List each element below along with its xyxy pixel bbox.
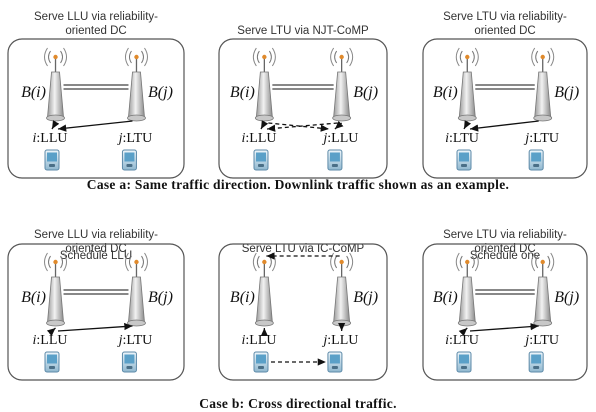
base-station-right [124,252,148,327]
link-own-right [334,120,344,130]
panel-b3: Serve LTU via reliability-oriented DCSch… [422,229,588,381]
base-station-right-label: B(j) [148,289,173,306]
user-device-right [528,149,544,171]
panel-frame [422,243,588,381]
user-device-left [44,351,60,373]
link-cross [57,120,133,132]
panel-frame [7,38,185,179]
user-left-label: i:LTU [445,131,479,146]
panel-title: Serve LLU via reliability- [34,11,158,23]
link-own-left [260,120,269,130]
user-left-label: i:LLU [242,131,277,146]
panel-frame [7,243,185,381]
base-station-left [252,252,276,327]
base-station-left-label: B(i) [433,289,458,306]
link-uplink-own [458,327,468,337]
case-a-caption: Case a: Same traffic direction. Downlink… [87,177,509,192]
backhaul-link [475,84,535,90]
user-device-right [121,351,137,373]
user-device-right [528,351,544,373]
base-station-left [455,252,479,327]
panel-title: oriented DC [474,25,535,37]
user-device-right [121,149,137,171]
base-station-left [44,47,68,122]
user-left-label: i:LLU [33,131,68,146]
panel-title: Serve LTU via reliability- [443,11,567,23]
link-uplink-cross [57,322,133,332]
user-device-left [253,351,269,373]
user-right-label: j:LTU [523,131,559,146]
link-cross-dashed [268,122,329,132]
user-device-left [456,149,472,171]
panel-title: Serve LTU via IC-CoMP [242,243,365,255]
case-b-caption: Case b: Cross directional traffic. [199,396,397,411]
user-device-right [327,351,343,373]
panel-title: oriented DC [65,243,126,255]
link-own [463,120,472,130]
panel-b1: Serve LLU via reliability-oriented DCSch… [7,229,185,381]
user-right-label: j:LTU [117,131,153,146]
user-device-left [253,149,269,171]
panel-title: oriented DC [474,243,535,255]
link-cross [469,120,539,132]
base-station-right-label: B(j) [353,84,378,101]
panel-title: Serve LTU via reliability- [443,229,567,241]
panel-a1: Serve LLU via reliability-oriented DC B(i… [7,11,185,179]
backhaul-link [63,84,129,90]
panel-title: Serve LTU via NJT-CoMP [237,25,369,37]
panel-frame [218,243,388,381]
panel-title: oriented DC [65,25,126,37]
user-device-left [44,149,60,171]
panel-a2: Serve LTU via NJT-CoMP B(i) B(j) i:LLU j:LLU [218,25,388,179]
base-station-right [531,47,555,122]
panel-title: Serve LLU via reliability- [34,229,158,241]
base-station-left-label: B(i) [230,289,255,306]
schedule-label: Schedule one [470,250,540,262]
link-own [51,120,60,130]
user-right-label: j:LTU [523,333,559,348]
user-right-label: j:LLU [321,131,358,146]
user-left-label: i:LLU [33,333,68,348]
link-cross-dashed [266,122,338,132]
base-station-right-label: B(j) [554,289,579,306]
schedule-label: Schedule LLU [60,250,132,262]
user-left-label: i:LTU [445,333,479,348]
base-station-left-label: B(i) [21,84,46,101]
backhaul-link [272,84,334,90]
base-station-right [531,252,555,327]
base-station-left [455,47,479,122]
base-station-left [44,252,68,327]
base-station-right [330,47,354,122]
user-right-label: j:LLU [321,333,358,348]
link-uplink-own [46,327,56,337]
user-right-label: j:LTU [117,333,153,348]
user-device-left [456,351,472,373]
panel-frame [422,38,588,179]
base-station-right-label: B(j) [148,84,173,101]
user-device-right [327,149,343,171]
backhaul-link [63,289,129,295]
base-station-left-label: B(i) [433,84,458,101]
user-left-label: i:LLU [242,333,277,348]
panel-frame [218,38,388,179]
base-station-left-label: B(i) [21,289,46,306]
base-station-right [330,252,354,327]
panel-a3: Serve LTU via reliability-oriented DC B(i… [422,11,588,179]
link-uplink-cross [469,322,539,332]
backhaul-link [475,289,535,295]
base-station-left-label: B(i) [230,84,255,101]
base-station-right [124,47,148,122]
panel-b2: Serve LTU via IC-CoMP B(i) B(j) i:LLU j:LLU [218,243,388,381]
base-station-right-label: B(j) [554,84,579,101]
base-station-right-label: B(j) [353,289,378,306]
base-station-left [252,47,276,122]
